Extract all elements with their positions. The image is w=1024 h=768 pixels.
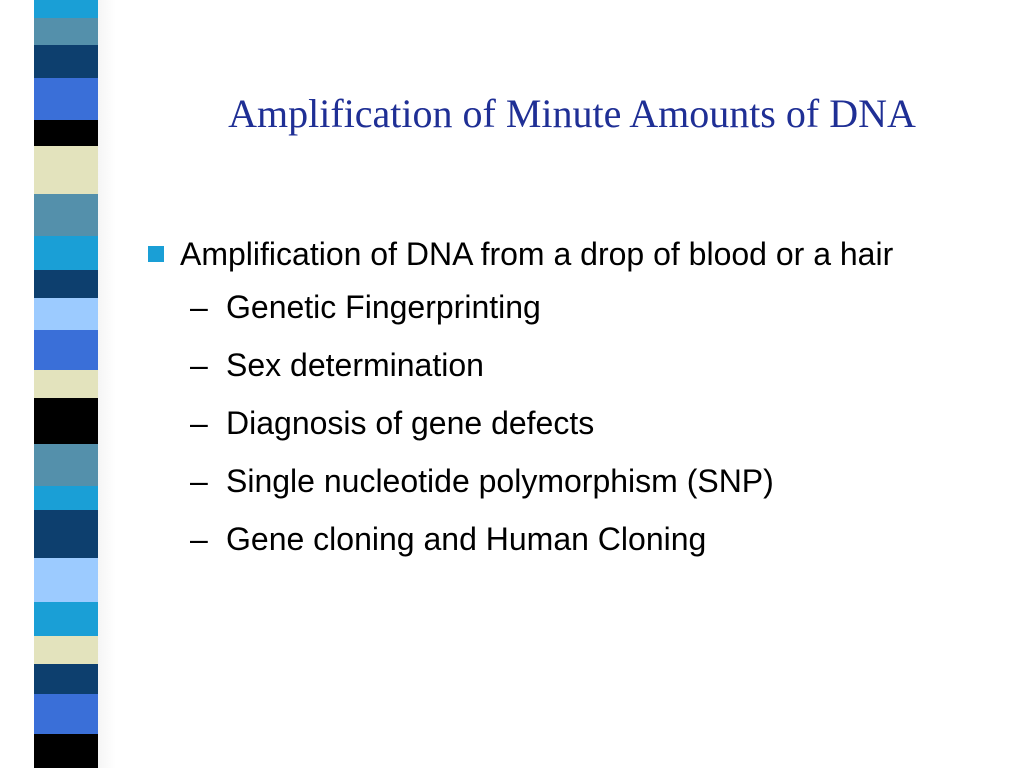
stripe-block	[34, 636, 98, 664]
stripe-block	[34, 602, 98, 636]
stripe-block	[34, 558, 98, 602]
stripe-block	[34, 694, 98, 734]
stripe-block	[34, 398, 98, 444]
stripe-block	[34, 236, 98, 270]
slide-body: Amplification of DNA from a drop of bloo…	[142, 232, 992, 575]
bullet-text: Amplification of DNA from a drop of bloo…	[180, 236, 894, 272]
subbullet-item: – Genetic Fingerprinting	[142, 285, 992, 329]
stripe-block	[34, 330, 98, 370]
stripe-block	[34, 486, 98, 510]
subbullet-text: Diagnosis of gene defects	[226, 405, 595, 441]
stripe-block	[34, 45, 98, 78]
subbullet-text: Single nucleotide polymorphism (SNP)	[226, 463, 774, 499]
subbullet-item: – Diagnosis of gene defects	[142, 401, 992, 445]
stripe-block	[34, 510, 98, 558]
stripe-block	[34, 734, 98, 768]
decorative-stripe	[34, 0, 98, 768]
dash-marker: –	[190, 289, 208, 325]
stripe-block	[34, 194, 98, 236]
stripe-block	[34, 444, 98, 486]
subbullet-text: Genetic Fingerprinting	[226, 289, 541, 325]
subbullet-item: – Gene cloning and Human Cloning	[142, 517, 992, 561]
stripe-block	[34, 146, 98, 194]
dash-marker: –	[190, 405, 208, 441]
stripe-block	[34, 120, 98, 146]
stripe-block	[34, 18, 98, 45]
blue-square-bullet-icon	[148, 246, 164, 262]
stripe-block	[34, 270, 98, 298]
dash-marker: –	[190, 347, 208, 383]
subbullet-text: Sex determination	[226, 347, 484, 383]
slide-title: Amplification of Minute Amounts of DNA	[228, 91, 916, 136]
subbullet-text: Gene cloning and Human Cloning	[226, 521, 707, 557]
stripe-block	[34, 78, 98, 120]
dash-marker: –	[190, 521, 208, 557]
stripe-block	[34, 298, 98, 330]
bullet-item: Amplification of DNA from a drop of bloo…	[142, 232, 992, 276]
dash-marker: –	[190, 463, 208, 499]
stripe-block	[34, 370, 98, 398]
subbullet-item: – Single nucleotide polymorphism (SNP)	[142, 459, 992, 503]
stripe-block	[34, 0, 98, 18]
stripe-block	[34, 664, 98, 694]
subbullet-item: – Sex determination	[142, 343, 992, 387]
